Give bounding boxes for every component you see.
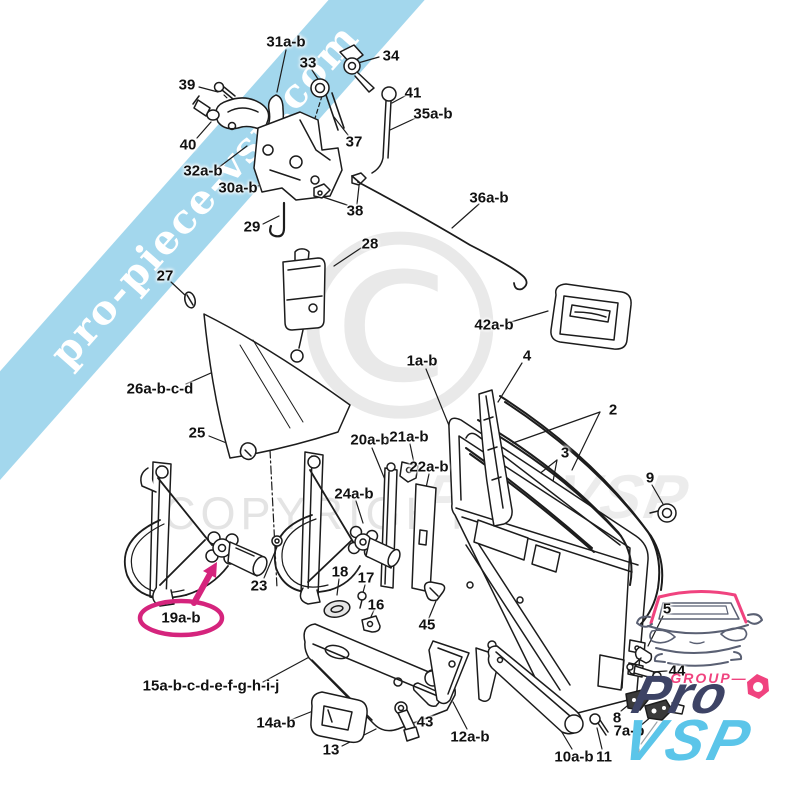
- lock-cylinder-33: [310, 78, 330, 98]
- armrest-10: [487, 645, 584, 735]
- inner-handle-bezel-42: [550, 283, 632, 350]
- hook-rod-29: [269, 201, 286, 238]
- lock-button-rod-41-35: [371, 86, 397, 174]
- screw-39: [213, 81, 236, 100]
- glass-channel-4: [478, 389, 513, 527]
- inner-handle-bezel-14: [310, 691, 368, 744]
- grommet-9: [649, 503, 677, 523]
- cable-36: [351, 175, 528, 291]
- regulator-right: [273, 451, 361, 605]
- screw-40: [192, 95, 220, 121]
- rod-37: [325, 92, 345, 131]
- highlight-19: [137, 562, 225, 638]
- bracket-16: [361, 615, 381, 633]
- window-motor-24: [347, 525, 401, 569]
- window-motor-19: [205, 531, 268, 577]
- door-lock-30: [253, 111, 343, 201]
- bolt-23: [271, 535, 283, 547]
- clip-25: [239, 442, 257, 461]
- grommet-18: [323, 599, 351, 619]
- exterior-handle-32: [215, 97, 270, 132]
- crank-13: [394, 701, 420, 742]
- clip-27: [183, 291, 197, 309]
- clips-38: [313, 172, 367, 199]
- window-glass: [203, 313, 351, 459]
- key-34: [339, 44, 375, 93]
- hinge-7: [644, 699, 685, 721]
- car-silhouette: [636, 589, 763, 667]
- clip-45: [423, 581, 446, 602]
- logo-hexagon: [747, 674, 769, 699]
- screw-11: [589, 713, 609, 736]
- channel-22: [411, 483, 437, 593]
- hinge-8: [625, 689, 649, 711]
- channel-20: [380, 462, 398, 589]
- screw-17: [357, 591, 367, 609]
- lock-actuator-28: [282, 248, 326, 363]
- bracket-21: [399, 461, 419, 483]
- striker-5: [626, 646, 653, 671]
